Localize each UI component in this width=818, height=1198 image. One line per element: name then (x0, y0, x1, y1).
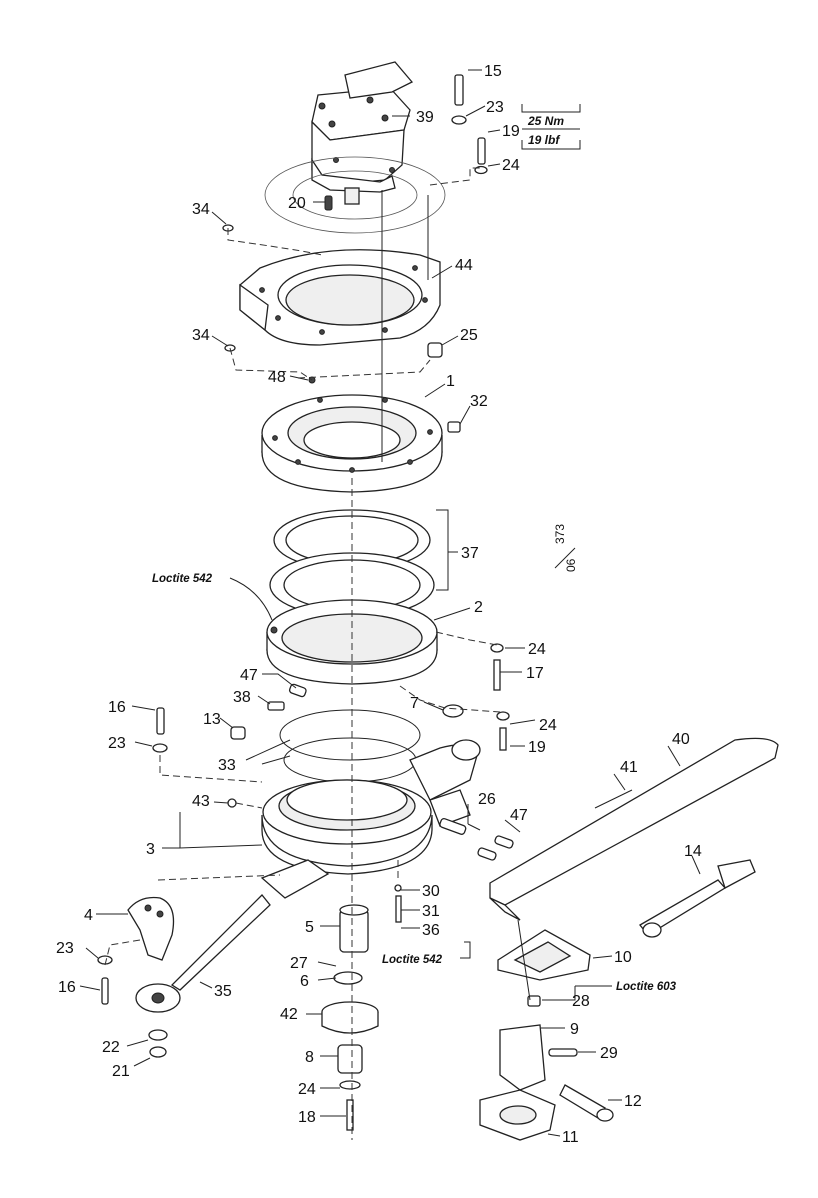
drawing-code: 06 373 (553, 524, 578, 572)
bearing-ring-top (261, 394, 443, 493)
rotator-housing (261, 739, 481, 875)
callout-17: 17 (526, 665, 544, 682)
callout-42: 42 (280, 1006, 298, 1023)
drawing-code-top: 06 (564, 558, 578, 572)
callout-16-top: 16 (108, 699, 126, 716)
callout-7: 7 (410, 695, 419, 712)
callout-1: 1 (446, 373, 455, 390)
callout-2: 2 (474, 599, 483, 616)
saw-motor-bracket (479, 1024, 614, 1141)
callout-14: 14 (684, 843, 702, 860)
callout-10: 10 (614, 949, 632, 966)
callout-43: 43 (192, 793, 210, 810)
note-loctite-542-top: Loctite 542 (152, 573, 213, 585)
callout-22: 22 (102, 1039, 120, 1056)
chain-tensioner (639, 859, 756, 938)
callout-5: 5 (305, 919, 314, 936)
callout-34-top: 34 (192, 201, 210, 218)
callout-11: 11 (562, 1129, 579, 1146)
link-bracket (127, 896, 175, 961)
hydraulic-motor (311, 61, 414, 205)
slewing-bearing (269, 509, 435, 618)
drawing-code-bottom: 373 (553, 524, 567, 544)
callout-36: 36 (422, 922, 440, 939)
callout-18: 18 (298, 1109, 316, 1126)
saw-bar (489, 737, 779, 921)
callout-44: 44 (455, 257, 473, 274)
callout-numbers: 15 23 39 19 24 20 34 44 34 25 48 1 32 37… (56, 63, 702, 1146)
callout-15: 15 (484, 63, 502, 80)
callout-32: 32 (470, 393, 488, 410)
torque-spec-box: 25 Nm 19 lbf (521, 104, 581, 150)
callout-47-left: 47 (240, 667, 258, 684)
callout-25: 25 (460, 327, 478, 344)
o-rings (279, 709, 421, 783)
callout-16-bottom: 16 (58, 979, 76, 996)
shaft-stack (321, 904, 379, 1131)
callout-13: 13 (203, 711, 221, 728)
callout-8: 8 (305, 1049, 314, 1066)
callout-23-bottom: 23 (56, 940, 74, 957)
callout-35: 35 (214, 983, 232, 1000)
callout-12: 12 (624, 1093, 642, 1110)
callout-30: 30 (422, 883, 440, 900)
callout-28: 28 (572, 993, 590, 1010)
hydraulic-cylinder (135, 859, 330, 1013)
callout-48: 48 (268, 369, 286, 386)
callout-47-right: 47 (510, 807, 528, 824)
callout-23-mid: 23 (108, 735, 126, 752)
callout-23-top: 23 (486, 99, 504, 116)
note-loctite-603: Loctite 603 (616, 981, 677, 993)
torque-imperial: 19 lbf (528, 133, 560, 147)
callout-37: 37 (461, 545, 479, 562)
callout-39: 39 (416, 109, 434, 126)
small-hardware (97, 74, 578, 1058)
adapter-plate (239, 249, 441, 346)
callout-34-bottom: 34 (192, 327, 210, 344)
callout-20: 20 (288, 195, 306, 212)
callout-21: 21 (112, 1063, 130, 1080)
callout-24-b: 24 (539, 717, 557, 734)
callout-40: 40 (672, 731, 690, 748)
callout-26: 26 (478, 791, 496, 808)
callout-29: 29 (600, 1045, 618, 1062)
motor-gasket (264, 156, 446, 234)
callout-24-a: 24 (528, 641, 546, 658)
assembly-lines (104, 167, 531, 1140)
leader-lines (79, 69, 701, 1137)
torque-metric: 25 Nm (527, 114, 564, 128)
callout-24-top: 24 (502, 157, 520, 174)
callout-41: 41 (620, 759, 638, 776)
note-loctite-542-bottom: Loctite 542 (382, 954, 443, 966)
callout-24-bottom: 24 (298, 1081, 316, 1098)
callout-27: 27 (290, 955, 308, 972)
saw-bar-plate (497, 929, 591, 981)
callout-3: 3 (146, 841, 155, 858)
callout-38: 38 (233, 689, 251, 706)
callout-6: 6 (300, 973, 309, 990)
callout-9: 9 (570, 1021, 579, 1038)
callout-4: 4 (84, 907, 93, 924)
callout-33: 33 (218, 757, 236, 774)
callout-19-top: 19 (502, 123, 520, 140)
callout-19-mid: 19 (528, 739, 546, 756)
callout-31: 31 (422, 903, 440, 920)
